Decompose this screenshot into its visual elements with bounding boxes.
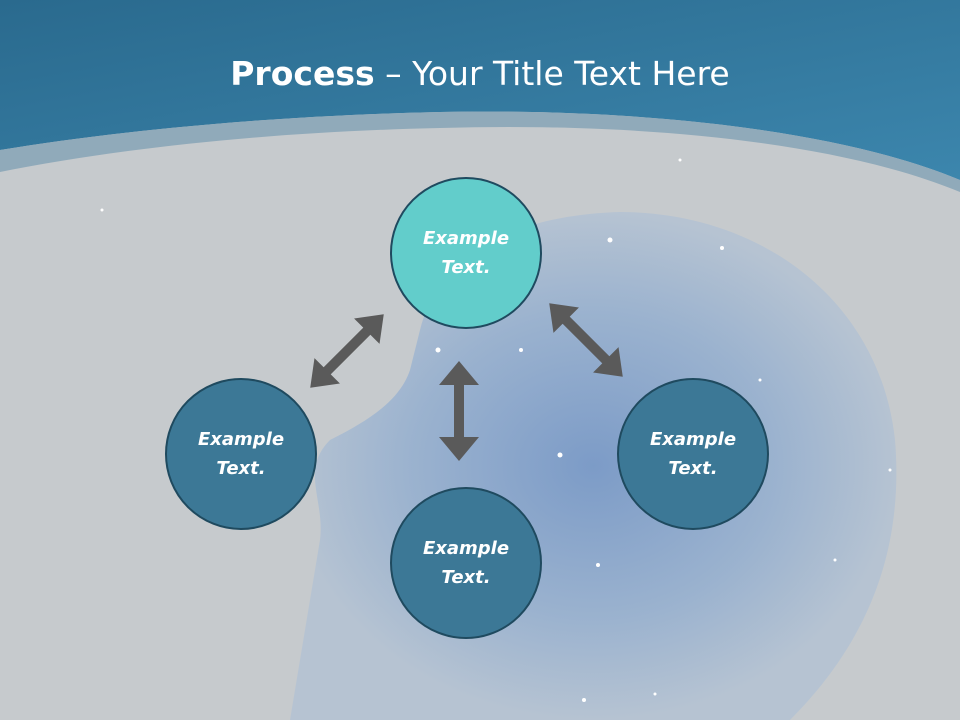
node-text-line2: Text. — [216, 458, 266, 479]
header-band — [0, 0, 960, 180]
node-text-line1: Example — [422, 538, 510, 559]
process-node-top[interactable]: Example Text. — [390, 177, 542, 329]
double-arrow-left — [310, 314, 384, 388]
title-bold: Process — [230, 54, 375, 93]
slide-title: Process – Your Title Text Here — [0, 52, 960, 96]
node-text-line2: Text. — [441, 567, 491, 588]
process-node-bottom[interactable]: Example Text. — [390, 487, 542, 639]
node-text-line1: Example — [649, 429, 737, 450]
header-stripe — [0, 111, 960, 192]
node-text-line2: Text. — [441, 257, 491, 278]
node-text-line1: Example — [197, 429, 285, 450]
title-rest: – Your Title Text Here — [374, 54, 730, 93]
node-text-line1: Example — [422, 228, 510, 249]
double-arrow-right — [549, 303, 623, 377]
process-node-left[interactable]: Example Text. — [165, 378, 317, 530]
process-node-right[interactable]: Example Text. — [617, 378, 769, 530]
double-arrow-vertical — [439, 361, 479, 461]
node-text-line2: Text. — [668, 458, 718, 479]
star-field — [100, 158, 892, 702]
